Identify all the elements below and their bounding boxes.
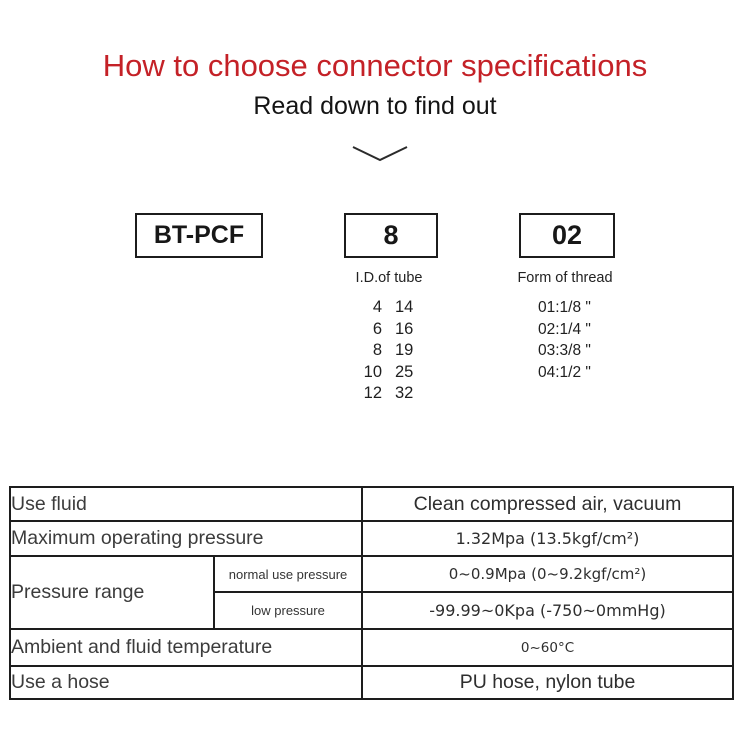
thread-option: 04:1/2 " <box>538 363 591 381</box>
spec-label: Use fluid <box>9 486 363 522</box>
spec-label: Use a hose <box>9 665 363 700</box>
thread-option-list: 01:1/8 " 02:1/4 " 03:3/8 " 04:1/2 " <box>538 297 591 383</box>
tube-column-label: I.D.of tube <box>355 270 423 286</box>
tube-size-row: 12 32 <box>352 383 414 405</box>
part-prefix-box: BT-PCF <box>135 213 263 258</box>
tube-id: 4 <box>372 298 382 316</box>
spec-sub-label: normal use pressure <box>213 555 363 593</box>
spec-value: 0~60°C <box>361 628 734 667</box>
tube-od: 14 <box>395 298 414 316</box>
tube-size-row: 10 25 <box>352 362 414 384</box>
spec-value: -99.99~0Kpa (-750~0mmHg) <box>361 591 734 630</box>
page-title: How to choose connector specifications <box>102 48 648 83</box>
table-row: Use fluid Clean compressed air, vacuum <box>9 486 734 522</box>
tube-od: 32 <box>395 384 414 403</box>
tube-code-box: 8 <box>344 213 438 258</box>
tube-id: 8 <box>372 341 382 360</box>
page-subtitle: Read down to find out <box>253 92 497 120</box>
table-row: low pressure -99.99~0Kpa (-750~0mmHg) <box>10 591 734 630</box>
spec-label: Pressure range <box>9 555 215 630</box>
tube-size-row: 6 16 <box>352 319 414 341</box>
spec-label: Ambient and fluid temperature <box>9 628 363 667</box>
spec-value: 1.32Mpa (13.5kgf/cm²) <box>361 520 734 557</box>
tube-id: 6 <box>372 319 382 338</box>
table-row: Ambient and fluid temperature 0~60°C <box>9 628 734 667</box>
thread-option: 01:1/8 " <box>538 299 591 316</box>
tube-od: 19 <box>395 341 414 360</box>
spec-label: Maximum operating pressure <box>9 520 363 557</box>
table-row: Maximum operating pressure 1.32Mpa (13.5… <box>9 520 734 557</box>
chevron-down-icon <box>347 141 411 170</box>
tube-od: 25 <box>395 362 414 381</box>
spec-value: PU hose, nylon tube <box>361 665 734 700</box>
table-row: Use a hose PU hose, nylon tube <box>9 665 734 700</box>
spec-value: Clean compressed air, vacuum <box>361 486 734 522</box>
thread-option: 03:3/8 " <box>538 342 591 360</box>
thread-option: 02:1/4 " <box>538 320 591 338</box>
thread-code-box: 02 <box>519 213 615 258</box>
spec-sub-label: low pressure <box>213 591 363 630</box>
tube-id: 10 <box>363 362 382 381</box>
spec-table: Use fluid Clean compressed air, vacuum M… <box>9 486 734 700</box>
spec-value: 0~0.9Mpa (0~9.2kgf/cm²) <box>361 555 734 593</box>
tube-size-row: 4 14 <box>352 297 414 319</box>
thread-column-label: Form of thread <box>517 270 613 286</box>
table-row: Pressure range normal use pressure 0~0.9… <box>9 555 734 630</box>
tube-od: 16 <box>395 319 414 338</box>
tube-size-list: 4 14 6 16 8 19 10 25 12 32 <box>352 297 414 405</box>
tube-id: 12 <box>363 384 382 403</box>
tube-size-row: 8 19 <box>352 340 414 362</box>
